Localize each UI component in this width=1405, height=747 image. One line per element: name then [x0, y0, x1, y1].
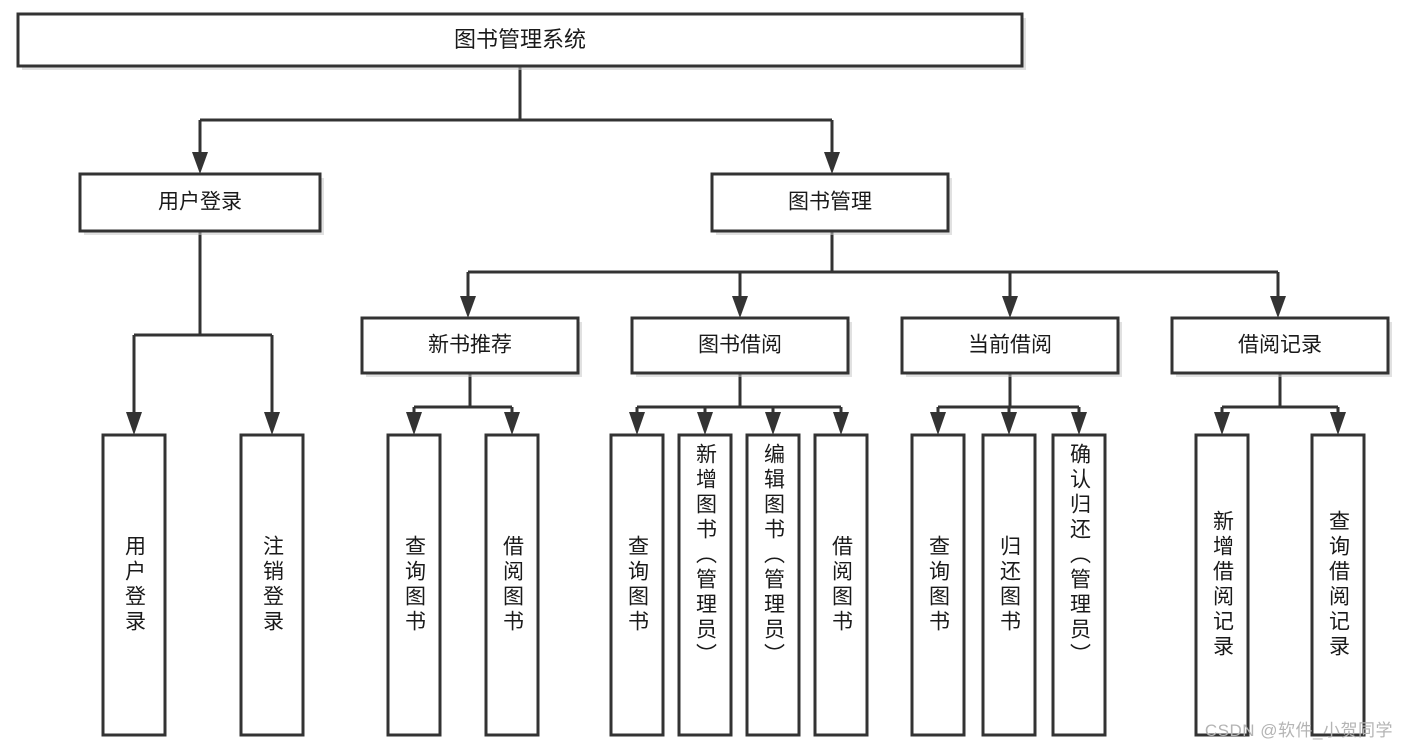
- node-new-book-recommend[interactable]: 新书推荐: [360, 316, 582, 377]
- node-current-borrow[interactable]: 当前借阅: [900, 316, 1122, 377]
- connector-group-current-borrow: [930, 373, 1087, 435]
- arrow-head-user-login: [192, 152, 208, 174]
- node-current-borrow-label: 当前借阅: [968, 334, 1052, 357]
- arrow-head-leaf-edit-book: [765, 412, 781, 435]
- node-root-label: 图书管理系统: [454, 27, 586, 52]
- node-user-login-label: 用户登录: [158, 191, 242, 214]
- node-borrow-records[interactable]: 借阅记录: [1170, 316, 1392, 377]
- node-root-rect: [16, 12, 1024, 68]
- arrow-head-leaf-query-record: [1330, 412, 1346, 435]
- arrow-head-leaf-add-book: [697, 412, 713, 435]
- arrow-head-leaf-add-record: [1214, 412, 1230, 435]
- arrow-head-new-book-recommend: [460, 296, 476, 318]
- node-leaf-add-record-rect[interactable]: [1194, 433, 1250, 737]
- node-leaf-borrow-book-1-rect[interactable]: [484, 433, 540, 737]
- node-leaf-add-book-rect[interactable]: [677, 433, 733, 737]
- node-leaf-query-book-1-rect[interactable]: [386, 433, 442, 737]
- node-borrow-records-label: 借阅记录: [1238, 334, 1322, 357]
- node-current-borrow-rect: [900, 316, 1120, 375]
- arrow-head-leaf-query-book-2: [629, 412, 645, 435]
- connector-group-user-login: [126, 231, 280, 435]
- arrow-head-leaf-borrow-book-1: [504, 412, 520, 435]
- arrow-head-leaf-return-book: [1001, 412, 1017, 435]
- node-leaf-query-book-3-rect[interactable]: [910, 433, 966, 737]
- arrow-head-borrow-records: [1270, 296, 1286, 318]
- arrow-head-book-borrow: [732, 296, 748, 318]
- node-book-management-label: 图书管理: [788, 191, 872, 214]
- arrow-head-leaf-user-login: [126, 412, 142, 435]
- node-leaf-return-book-rect[interactable]: [981, 433, 1037, 737]
- node-new-book-recommend-rect: [360, 316, 580, 375]
- arrow-head-leaf-query-book-3: [930, 412, 946, 435]
- node-leaf-user-logout-rect[interactable]: [239, 433, 305, 737]
- arrow-head-leaf-confirm-return: [1071, 412, 1087, 435]
- node-leaf-borrow-book-2-rect[interactable]: [813, 433, 869, 737]
- node-user-login[interactable]: 用户登录: [78, 172, 324, 235]
- node-book-borrow[interactable]: 图书借阅: [630, 316, 852, 377]
- node-root[interactable]: 图书管理系统: [16, 12, 1026, 70]
- connector-group-borrow-records: [1214, 373, 1346, 435]
- node-leaf-confirm-return-rect[interactable]: [1051, 433, 1107, 737]
- connector-group-book-borrow: [629, 373, 849, 435]
- node-leaf-query-record-rect[interactable]: [1310, 433, 1366, 737]
- node-new-book-recommend-label: 新书推荐: [428, 334, 512, 357]
- node-leaf-user-login-rect[interactable]: [101, 433, 167, 737]
- watermark-text: CSDN @软件_小贺同学: [1204, 721, 1393, 740]
- arrow-head-leaf-borrow-book-2: [833, 412, 849, 435]
- connector-group-new-book-recommend: [406, 373, 520, 435]
- arrow-head-leaf-query-book-1: [406, 412, 422, 435]
- node-leaf-edit-book-rect[interactable]: [745, 433, 801, 737]
- arrow-head-leaf-user-logout: [264, 412, 280, 435]
- connector-group-book-management: [460, 231, 1286, 318]
- node-book-borrow-rect: [630, 316, 850, 375]
- node-leaf-query-book-2-rect[interactable]: [609, 433, 665, 737]
- node-user-login-rect: [78, 172, 322, 233]
- arrow-head-book-management: [824, 152, 840, 174]
- arrow-head-current-borrow: [1002, 296, 1018, 318]
- node-book-management[interactable]: 图书管理: [710, 172, 952, 235]
- node-book-management-rect: [710, 172, 950, 233]
- node-borrow-records-rect: [1170, 316, 1390, 375]
- connector-group-root: [192, 66, 840, 174]
- leaf-boxes: [101, 433, 1366, 737]
- node-book-borrow-label: 图书借阅: [698, 334, 782, 357]
